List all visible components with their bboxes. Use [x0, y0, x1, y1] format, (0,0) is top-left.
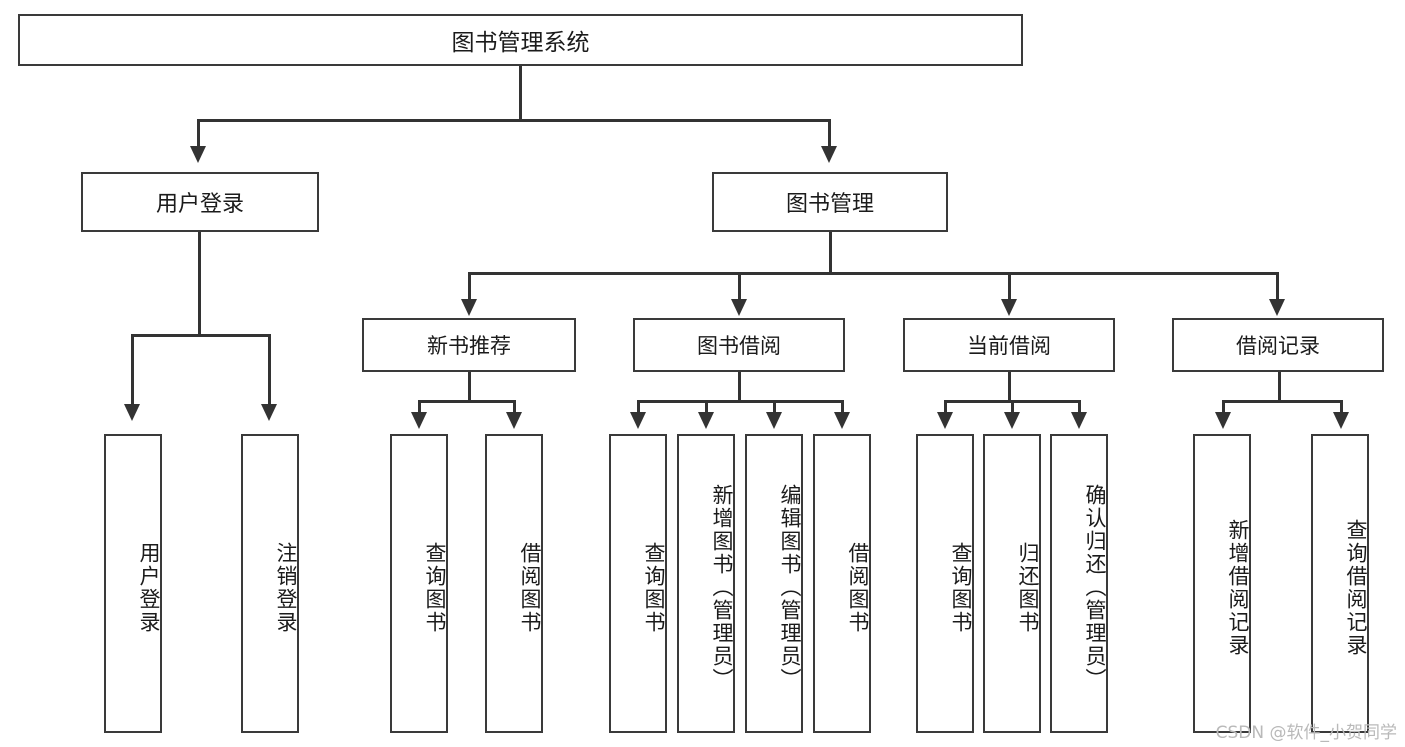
connector-borrow-records-to-leaf-1: [1222, 400, 1225, 416]
connector-book-borrow-to-leaf-2: [705, 400, 708, 416]
leaf-book-borrow-add-admin[interactable]: 新增图书（管理员）: [677, 434, 735, 733]
node-label: 新书推荐: [427, 334, 511, 358]
arrow-book-manage-to-current-borrow: [1001, 299, 1017, 316]
connector-current-borrow-to-leaf-3: [1078, 400, 1081, 416]
connector-new-book-stem: [468, 372, 471, 402]
node-label: 归还图书: [1016, 541, 1040, 634]
connector-book-manage-to-current-borrow: [1008, 272, 1011, 302]
node-label: 图书借阅: [697, 334, 781, 358]
leaf-book-borrow-query[interactable]: 查询图书: [609, 434, 667, 733]
arrow-new-book-to-leaf-1: [411, 412, 427, 429]
arrow-current-borrow-to-leaf-2: [1004, 412, 1020, 429]
node-label: 查询图书: [423, 541, 447, 634]
node-label: 查询图书: [949, 541, 973, 634]
connector-borrow-records-stem: [1278, 372, 1281, 402]
connector-root-to-user-login: [197, 119, 200, 149]
arrow-user-login-to-leaf-1: [124, 404, 140, 421]
node-label: 用户登录: [137, 541, 161, 634]
arrow-user-login-to-leaf-2: [261, 404, 277, 421]
connector-book-manage-to-new-book: [468, 272, 471, 302]
node-borrow-records[interactable]: 借阅记录: [1172, 318, 1384, 372]
connector-root-stem: [519, 66, 522, 120]
node-label: 新增借阅记录: [1226, 518, 1250, 657]
connector-borrow-records-to-leaf-2: [1340, 400, 1343, 416]
leaf-current-borrow-return[interactable]: 归还图书: [983, 434, 1041, 733]
node-label: 新增图书（管理员）: [710, 484, 734, 691]
arrow-book-manage-to-new-book: [461, 299, 477, 316]
connector-book-borrow-stem: [738, 372, 741, 402]
arrow-book-manage-to-book-borrow: [731, 299, 747, 316]
connector-book-manage-bus: [468, 272, 1278, 275]
node-current-borrow[interactable]: 当前借阅: [903, 318, 1115, 372]
leaf-borrow-records-query[interactable]: 查询借阅记录: [1311, 434, 1369, 733]
leaf-book-borrow-borrow[interactable]: 借阅图书: [813, 434, 871, 733]
arrow-borrow-records-to-leaf-1: [1215, 412, 1231, 429]
node-root-library-system[interactable]: 图书管理系统: [18, 14, 1023, 66]
leaf-user-login-logout[interactable]: 注销登录: [241, 434, 299, 733]
leaf-user-login-login[interactable]: 用户登录: [104, 434, 162, 733]
connector-user-login-to-leaf-1: [131, 334, 134, 406]
node-label: 借阅图书: [518, 541, 542, 634]
node-label: 用户登录: [155, 192, 244, 217]
connector-book-borrow-bus: [637, 400, 844, 403]
connector-current-borrow-to-leaf-1: [944, 400, 947, 416]
connector-book-borrow-to-leaf-1: [637, 400, 640, 416]
arrow-borrow-records-to-leaf-2: [1333, 412, 1349, 429]
connector-new-book-bus: [418, 400, 516, 403]
connector-root-bus: [197, 119, 831, 122]
connector-root-to-book-manage: [828, 119, 831, 149]
node-label: 图书管理系统: [451, 30, 590, 56]
arrow-root-to-book-manage: [821, 146, 837, 163]
leaf-new-book-query[interactable]: 查询图书: [390, 434, 448, 733]
connector-book-manage-to-book-borrow: [738, 272, 741, 302]
leaf-current-borrow-confirm-admin[interactable]: 确认归还（管理员）: [1050, 434, 1108, 733]
arrow-root-to-user-login: [190, 146, 206, 163]
arrow-new-book-to-leaf-2: [506, 412, 522, 429]
arrow-book-manage-to-borrow-records: [1269, 299, 1285, 316]
leaf-book-borrow-edit-admin[interactable]: 编辑图书（管理员）: [745, 434, 803, 733]
arrow-current-borrow-to-leaf-3: [1071, 412, 1087, 429]
connector-book-manage-to-borrow-records: [1276, 272, 1279, 302]
leaf-current-borrow-query[interactable]: 查询图书: [916, 434, 974, 733]
connector-current-borrow-stem: [1008, 372, 1011, 402]
node-book-borrow[interactable]: 图书借阅: [633, 318, 845, 372]
connector-book-manage-stem: [829, 232, 832, 274]
leaf-borrow-records-add[interactable]: 新增借阅记录: [1193, 434, 1251, 733]
node-new-book-recommend[interactable]: 新书推荐: [362, 318, 576, 372]
node-label: 注销登录: [274, 541, 298, 634]
connector-borrow-records-bus: [1222, 400, 1342, 403]
node-user-login[interactable]: 用户登录: [81, 172, 319, 232]
arrow-current-borrow-to-leaf-1: [937, 412, 953, 429]
arrow-book-borrow-to-leaf-1: [630, 412, 646, 429]
node-label: 当前借阅: [967, 334, 1051, 358]
connector-current-borrow-to-leaf-2: [1011, 400, 1014, 416]
node-label: 编辑图书（管理员）: [778, 484, 802, 691]
connector-new-book-to-leaf-1: [418, 400, 421, 416]
connector-book-borrow-to-leaf-4: [841, 400, 844, 416]
arrow-book-borrow-to-leaf-3: [766, 412, 782, 429]
arrow-book-borrow-to-leaf-2: [698, 412, 714, 429]
connector-book-borrow-to-leaf-3: [773, 400, 776, 416]
node-book-management[interactable]: 图书管理: [712, 172, 948, 232]
arrow-book-borrow-to-leaf-4: [834, 412, 850, 429]
node-label: 查询借阅记录: [1344, 518, 1368, 657]
connector-user-login-stem: [198, 232, 201, 336]
node-label: 借阅记录: [1236, 334, 1320, 358]
connector-new-book-to-leaf-2: [513, 400, 516, 416]
node-label: 借阅图书: [846, 541, 870, 634]
node-label: 查询图书: [642, 541, 666, 634]
node-label: 图书管理: [785, 192, 874, 217]
leaf-new-book-borrow[interactable]: 借阅图书: [485, 434, 543, 733]
connector-user-login-to-leaf-2: [268, 334, 271, 406]
connector-user-login-bus: [131, 334, 269, 337]
node-label: 确认归还（管理员）: [1083, 484, 1107, 691]
